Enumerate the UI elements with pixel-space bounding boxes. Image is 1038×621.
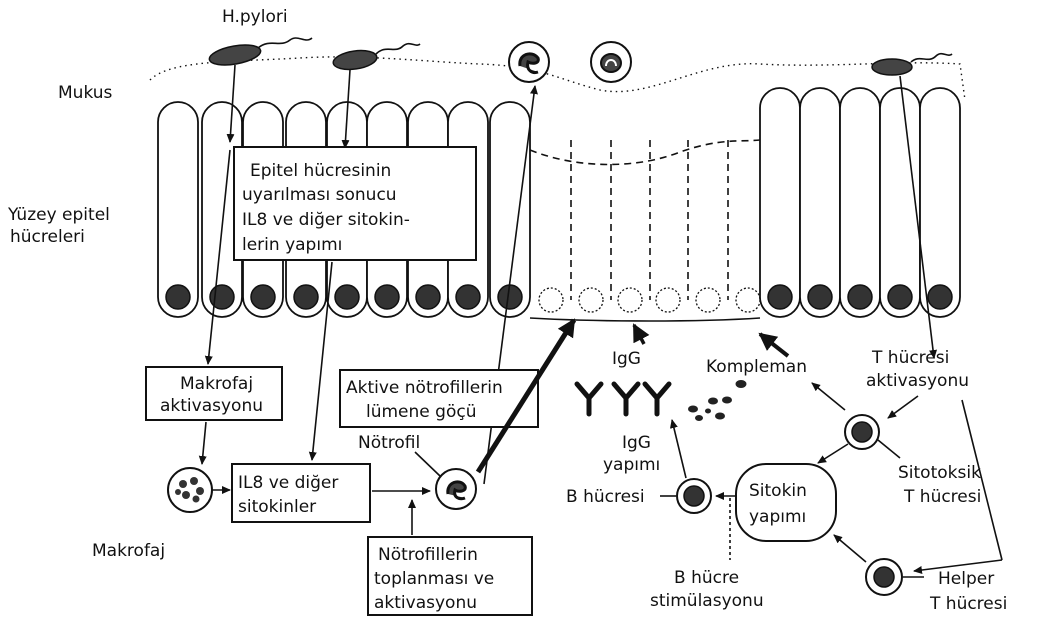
recruitment-box-line-3: aktivasyonu bbox=[374, 593, 477, 613]
helper-label-1: Helper bbox=[938, 569, 994, 589]
damaged-basal-border bbox=[530, 318, 760, 321]
damaged-apical-border bbox=[530, 140, 760, 165]
hpylori-bacterium-3 bbox=[872, 54, 952, 75]
epithelial-box-line-2: uyarılması sonucu bbox=[242, 185, 397, 205]
damaged-epithelial-cell bbox=[539, 140, 571, 312]
cytotoxic-label-2: T hücresi bbox=[903, 487, 981, 507]
macrophage-activation-line-1: Makrofaj bbox=[180, 374, 253, 394]
surface-epithelium-label-1: Yüzey epitel bbox=[7, 205, 110, 225]
igg-production-label-1: IgG bbox=[622, 433, 651, 453]
damaged-epithelial-cell bbox=[618, 140, 650, 312]
igg-production-label-2: yapımı bbox=[603, 455, 660, 475]
epithelial-stimulation-box: Epitel hücresinin uyarılması sonucu IL8 … bbox=[234, 147, 476, 260]
migration-box-line-2: lümene göçü bbox=[366, 402, 476, 422]
thick-arrow-complement bbox=[760, 334, 788, 356]
epithelial-cell bbox=[158, 102, 198, 317]
cytokine-box-line-1: Sitokin bbox=[749, 481, 807, 501]
epithelial-box-line-3: IL8 ve diğer sitokin- bbox=[242, 210, 410, 230]
il8-box-line-2: sitokinler bbox=[238, 497, 316, 517]
complement-particles bbox=[688, 380, 747, 421]
epithelial-cells-damaged bbox=[530, 140, 768, 321]
recruitment-box-line-2: toplanması ve bbox=[374, 569, 494, 589]
macrophage-activation-line-2: aktivasyonu bbox=[160, 396, 263, 416]
b-stimulation-label-2: stimülasyonu bbox=[650, 591, 764, 611]
mucus-label: Mukus bbox=[58, 83, 113, 103]
epithelial-cell bbox=[880, 88, 920, 317]
arrow-cytotoxic-to-epithelium bbox=[812, 383, 845, 410]
il8-box-line-1: IL8 ve diğer bbox=[238, 473, 338, 493]
cytotoxic-pointer bbox=[878, 440, 900, 458]
macrophage-label: Makrofaj bbox=[92, 541, 165, 561]
hpylori-label: H.pylori bbox=[222, 7, 288, 27]
arrow-cytotoxic-to-sitokin bbox=[818, 444, 848, 463]
arrow-bcell-to-igg bbox=[672, 420, 686, 478]
neutrophil-lumen-2 bbox=[591, 42, 631, 82]
neutrophil-label: Nötrofil bbox=[358, 433, 420, 453]
cytokine-box-line-2: yapımı bbox=[749, 507, 806, 527]
neutrophil-recruited bbox=[436, 469, 476, 509]
neutrophil-lumen-1 bbox=[509, 42, 549, 82]
epithelial-cell bbox=[800, 88, 840, 317]
cytokine-production-box: Sitokin yapımı bbox=[736, 464, 836, 541]
il8-cytokines-box: IL8 ve diğer sitokinler bbox=[232, 464, 370, 522]
surface-epithelium-label-2: hücreleri bbox=[10, 227, 85, 247]
arrow-tact-to-cytotoxic bbox=[888, 396, 918, 418]
thick-arrow-igg bbox=[634, 325, 644, 344]
cytotoxic-label-1: Sitotoksik bbox=[898, 463, 981, 483]
igg-label: IgG bbox=[612, 349, 641, 369]
damaged-epithelial-cell bbox=[579, 140, 611, 312]
helper-t-cell bbox=[866, 559, 902, 595]
epithelial-cell bbox=[920, 88, 960, 317]
epithelial-cell bbox=[840, 88, 880, 317]
macrophage-activation-box: Makrofaj aktivasyonu bbox=[146, 367, 282, 420]
neutrophil-migration-box: Aktive nötrofillerin lümene göçü bbox=[340, 370, 538, 427]
epithelial-box-line-4: lerin yapımı bbox=[242, 235, 342, 255]
damaged-epithelial-cell bbox=[656, 140, 688, 312]
mucus-line bbox=[150, 57, 965, 100]
hpylori-bacterium-1 bbox=[208, 38, 312, 68]
macrophage-cell bbox=[168, 468, 212, 512]
migration-box-line-1: Aktive nötrofillerin bbox=[346, 378, 503, 398]
recruitment-box-line-1: Nötrofillerin bbox=[378, 545, 478, 565]
neutrophil-recruitment-box: Nötrofillerin toplanması ve aktivasyonu bbox=[368, 537, 532, 615]
damaged-epithelial-cell bbox=[696, 140, 728, 312]
complement-label: Kompleman bbox=[706, 357, 807, 377]
arrow-helper-to-sitokin bbox=[834, 535, 866, 562]
helper-label-2: T hücresi bbox=[929, 594, 1007, 614]
neutrophil-pointer bbox=[415, 452, 440, 476]
t-cell-activation-label-1: T hücresi bbox=[871, 348, 949, 368]
epithelial-cell bbox=[760, 88, 800, 317]
b-cell bbox=[677, 479, 711, 513]
cytotoxic-t-cell bbox=[845, 415, 879, 449]
antibody-icons bbox=[577, 384, 669, 414]
t-cell-activation-label-2: aktivasyonu bbox=[866, 371, 969, 391]
b-stimulation-label-1: B hücre bbox=[674, 568, 739, 588]
hpylori-bacterium-2 bbox=[332, 44, 420, 72]
epithelial-cells-right bbox=[760, 88, 960, 317]
arrow-to-macrophage bbox=[202, 422, 206, 464]
b-cell-label: B hücresi bbox=[566, 487, 645, 507]
epithelial-box-line-1: Epitel hücresinin bbox=[250, 161, 391, 181]
